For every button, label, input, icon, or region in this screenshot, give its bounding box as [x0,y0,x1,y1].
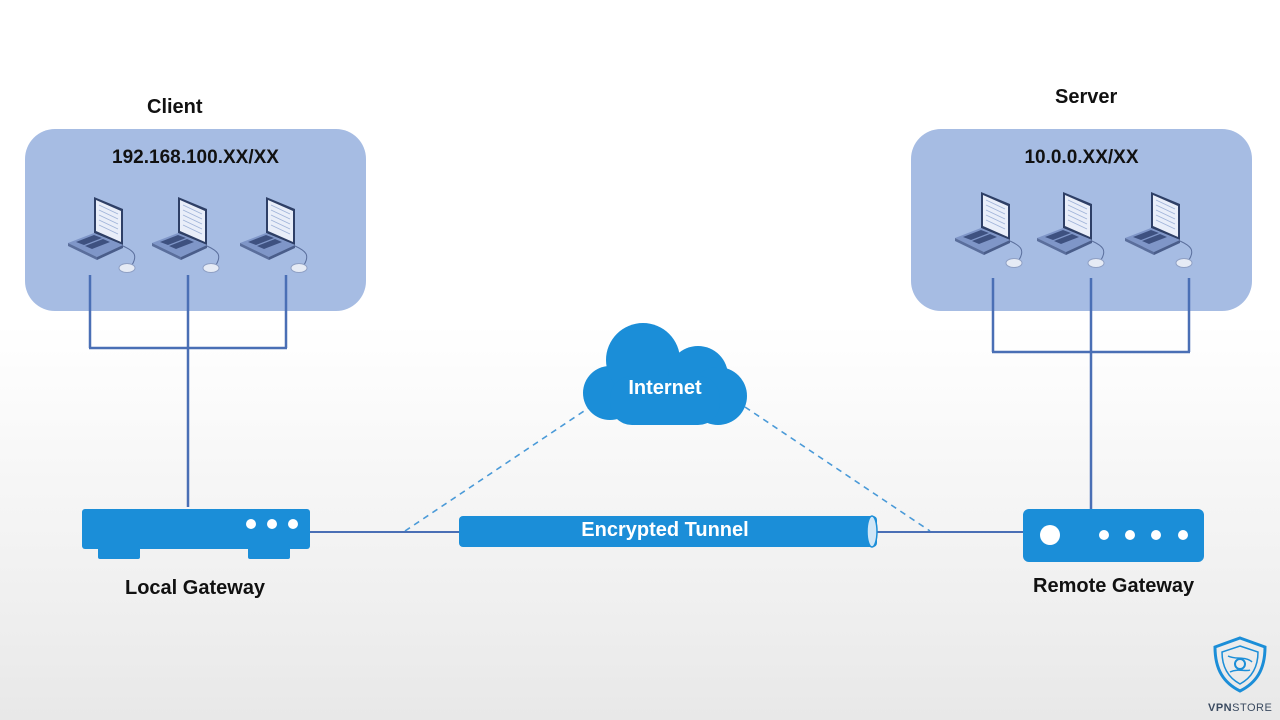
client-laptop-icon-2 [151,196,220,273]
encrypted-tunnel-label: Encrypted Tunnel [581,519,749,541]
logo-brand-light: STORE [1232,702,1273,714]
client-network-lines [88,275,288,507]
remote-gateway-label: Remote Gateway [1033,575,1195,597]
client-title: Client [147,96,203,118]
client-subnet: 192.168.100.XX/XX [112,147,279,168]
server-laptop-icon-2 [1036,191,1105,268]
vpnstore-logo-text: VPNSTORE [1208,702,1272,714]
server-laptop-icon-3 [1124,191,1193,268]
server-laptop-icon-1 [954,191,1023,268]
local-gateway-label: Local Gateway [125,577,266,599]
encrypted-tunnel-icon [459,515,878,548]
shield-logo-icon [1213,636,1267,693]
client-laptop-icon-3 [239,196,308,273]
local-gateway-router-icon [82,509,310,559]
internet-label: Internet [628,377,702,399]
server-subnet: 10.0.0.XX/XX [1024,147,1139,168]
server-title: Server [1055,86,1118,108]
remote-gateway-router-icon [1023,509,1204,562]
internet-dashed-links [404,406,931,532]
client-laptop-icon-1 [67,196,136,273]
server-network-lines [991,278,1191,510]
cloud-icon [583,323,747,425]
logo-brand-bold: VPN [1208,702,1233,714]
